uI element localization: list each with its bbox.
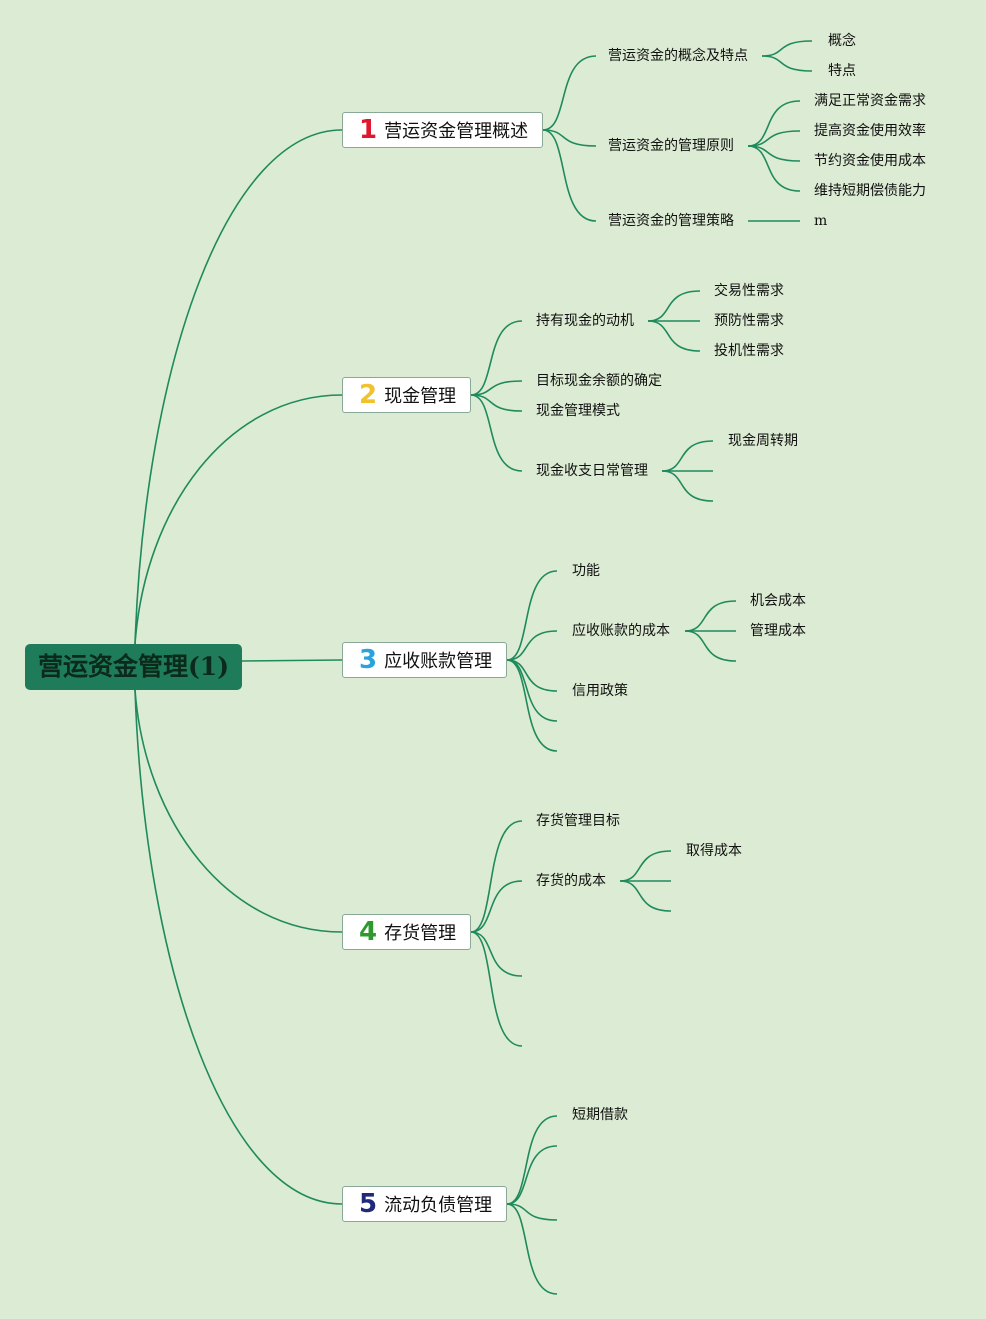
leaf-principle-4[interactable]: 维持短期偿债能力 (814, 183, 926, 199)
topic-1-overview[interactable]: 1 营运资金管理概述 (342, 112, 543, 148)
link-t2-daily-3 (661, 470, 714, 502)
subtopic-inventory-cost[interactable]: 存货的成本 (536, 873, 606, 889)
leaf-opportunity-cost[interactable]: 机会成本 (750, 593, 806, 609)
root-topic[interactable]: 营运资金管理(1) (25, 644, 242, 690)
leaf-acquisition-cost[interactable]: 取得成本 (686, 843, 742, 859)
link-root-topic-1 (134, 129, 343, 645)
leaf-strategy-m[interactable]: m (814, 213, 828, 229)
leaf-transaction-demand[interactable]: 交易性需求 (714, 283, 784, 299)
leaf-features[interactable]: 特点 (828, 63, 856, 79)
link-t2-4 (470, 394, 523, 472)
leaf-principle-3[interactable]: 节约资金使用成本 (814, 153, 926, 169)
topic-1-label: 营运资金管理概述 (384, 121, 529, 142)
leaf-principle-2[interactable]: 提高资金使用效率 (814, 123, 926, 139)
link-t2-2 (470, 380, 523, 396)
link-t4-1 (470, 820, 523, 933)
subtopic-receivable-cost[interactable]: 应收账款的成本 (572, 623, 670, 639)
link-t4-4 (470, 931, 523, 1047)
topic-4-label: 存货管理 (384, 923, 457, 944)
leaf-cash-cycle[interactable]: 现金周转期 (728, 433, 798, 449)
leaf-principle-1[interactable]: 满足正常资金需求 (814, 93, 926, 109)
link-root-topic-3 (241, 659, 343, 662)
leaf-precautionary-demand[interactable]: 预防性需求 (714, 313, 784, 329)
subtopic-short-term-loan[interactable]: 短期借款 (572, 1107, 628, 1123)
topic-5-number: 5 (359, 1189, 378, 1219)
link-t4-cost-3 (619, 880, 672, 912)
topic-2-number: 2 (359, 380, 378, 410)
topic-2-label: 现金管理 (384, 386, 457, 407)
subtopic-strategy[interactable]: 营运资金的管理策略 (608, 213, 734, 229)
link-t3-5 (506, 659, 558, 752)
link-root-topic-5 (134, 689, 343, 1205)
topic-4-number: 4 (359, 917, 378, 947)
link-t2-1 (470, 320, 523, 396)
link-t1-concept-2 (761, 55, 813, 72)
topic-3-label: 应收账款管理 (384, 651, 493, 672)
topic-3-receivables[interactable]: 3 应收账款管理 (342, 642, 507, 678)
subtopic-target-cash[interactable]: 目标现金余额的确定 (536, 373, 662, 389)
link-t1-3 (542, 129, 597, 222)
subtopic-function[interactable]: 功能 (572, 563, 600, 579)
link-t2-daily-1 (661, 440, 714, 472)
leaf-concept[interactable]: 概念 (828, 33, 856, 49)
link-root-topic-2 (134, 394, 343, 645)
link-t2-motive-3 (647, 320, 701, 352)
subtopic-principles[interactable]: 营运资金的管理原则 (608, 138, 734, 154)
subtopic-cash-mode[interactable]: 现金管理模式 (536, 403, 620, 419)
subtopic-concept-features[interactable]: 营运资金的概念及特点 (608, 48, 748, 64)
leaf-management-cost[interactable]: 管理成本 (750, 623, 806, 639)
link-t3-1 (506, 570, 558, 661)
link-root-topic-4 (134, 689, 343, 933)
link-t1-principles-1 (747, 100, 801, 147)
topic-5-label: 流动负债管理 (384, 1195, 493, 1216)
link-t4-2 (470, 880, 523, 933)
link-t3-2 (506, 630, 558, 661)
link-t4-cost-1 (619, 850, 672, 882)
subtopic-inventory-goal[interactable]: 存货管理目标 (536, 813, 620, 829)
link-t5-3 (506, 1203, 558, 1221)
topic-2-cash[interactable]: 2 现金管理 (342, 377, 471, 413)
subtopic-cash-motive[interactable]: 持有现金的动机 (536, 313, 634, 329)
topic-1-number: 1 (359, 115, 378, 145)
link-t5-4 (506, 1203, 558, 1295)
link-t1-principles-2 (747, 130, 801, 147)
link-t5-1 (506, 1115, 558, 1205)
link-t2-motive-1 (647, 290, 701, 322)
topic-4-inventory[interactable]: 4 存货管理 (342, 914, 471, 950)
link-t2-3 (470, 394, 523, 412)
topic-3-number: 3 (359, 645, 378, 675)
link-t1-2 (542, 129, 597, 147)
link-t4-3 (470, 931, 523, 977)
link-t1-concept-1 (761, 40, 813, 57)
link-t1-1 (542, 55, 597, 131)
topic-5-current-liabilities[interactable]: 5 流动负债管理 (342, 1186, 507, 1222)
leaf-speculative-demand[interactable]: 投机性需求 (714, 343, 784, 359)
subtopic-daily-cash[interactable]: 现金收支日常管理 (536, 463, 648, 479)
link-t1-principles-3 (747, 145, 801, 162)
link-t3-cost-3 (684, 630, 737, 662)
link-t5-2 (506, 1145, 558, 1205)
subtopic-credit-policy[interactable]: 信用政策 (572, 683, 628, 699)
link-t3-cost-1 (684, 600, 737, 632)
link-t1-principles-4 (747, 145, 801, 192)
